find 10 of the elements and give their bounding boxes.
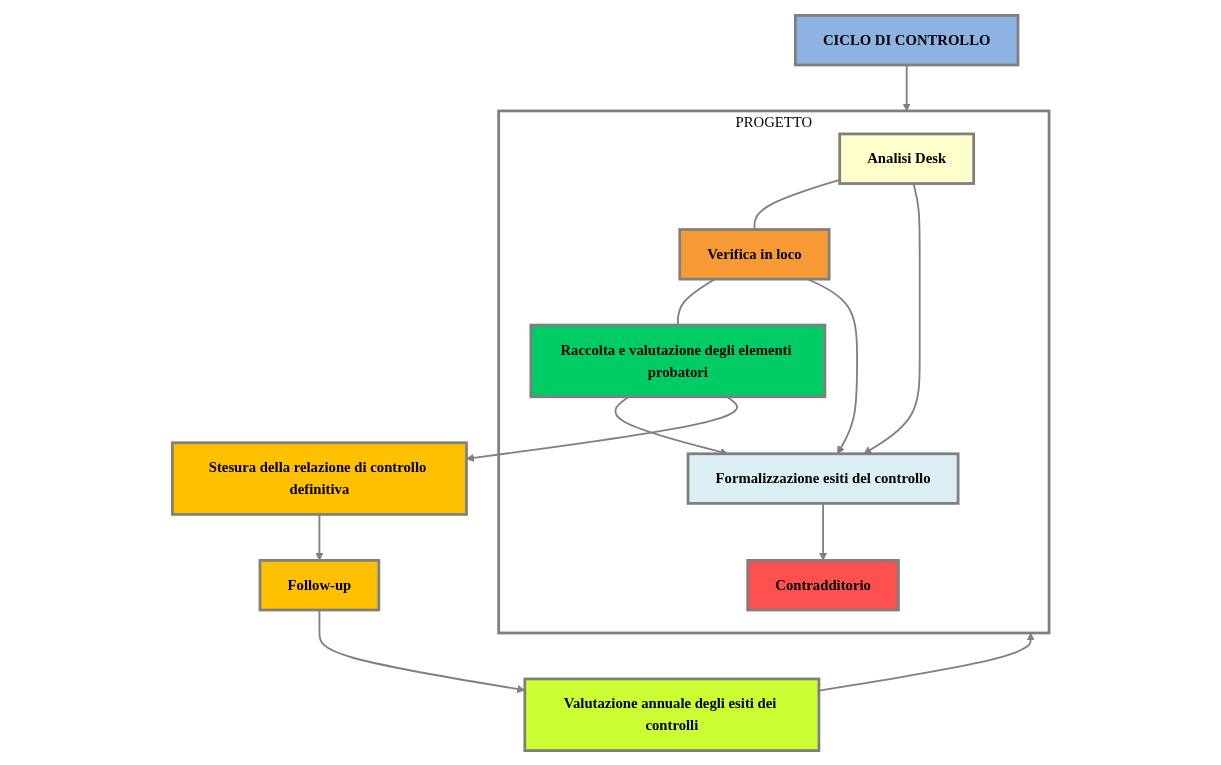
node-box: Verifica in loco xyxy=(678,227,831,280)
node-box: Analisi Desk xyxy=(838,132,975,185)
node-box: Formalizzazione esiti del controllo xyxy=(686,451,960,505)
connector xyxy=(753,178,841,230)
node-box: Raccolta e valutazione degli elementi probatori xyxy=(529,323,827,398)
node-box: CICLO DI CONTROLLO xyxy=(793,13,1020,66)
node-box: Follow-up xyxy=(258,558,380,611)
node-box: Valutazione annuale degli esiti dei controlli xyxy=(523,677,821,752)
node-box: Contradditorio xyxy=(746,558,900,611)
node-box: Stesura della relazione di controllo definitiva xyxy=(170,440,468,516)
